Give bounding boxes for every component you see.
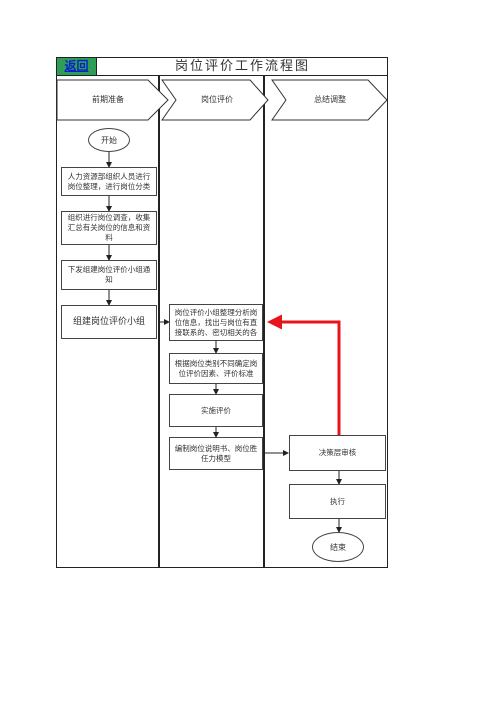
step-survey: 组织进行岗位调查，收集汇总有关岗位的信息和资料	[61, 211, 157, 245]
title-divider	[57, 75, 388, 76]
step-compile: 编制岗位说明书、岗位胜任力模型	[169, 437, 263, 470]
start-node: 开始	[88, 128, 130, 152]
lane-divider-2	[263, 76, 265, 568]
step-analyze: 岗位评价小组整理分析岗位信息，找出与岗位有直接联系的、密切相关的各	[169, 304, 263, 341]
lane-label-evaluation: 岗位评价	[201, 95, 233, 104]
lane-label-summary: 总结调整	[314, 95, 346, 104]
lane-chevron-3	[271, 79, 388, 121]
flowchart-frame	[56, 57, 388, 568]
end-node: 结束	[312, 532, 364, 562]
step-form-group: 组建岗位评价小组	[61, 305, 157, 339]
feedback-arrow	[267, 314, 341, 435]
page-title: 岗位评价工作流程图	[174, 59, 310, 74]
lane-label-prep: 前期准备	[92, 95, 124, 104]
step-implement: 实施评价	[169, 394, 263, 427]
step-review: 决策层审核	[289, 435, 386, 471]
step-execute: 执行	[289, 484, 386, 519]
step-notice: 下发组建岗位评价小组通知	[61, 260, 157, 290]
back-button[interactable]: 返回	[57, 58, 97, 75]
lane-chevron-2	[161, 79, 269, 121]
lane-chevron-1	[56, 79, 169, 121]
step-determine: 根据岗位类别不同确定岗位评价因素、评价标准	[169, 353, 263, 384]
step-hr-organize: 人力资源部组织人员进行岗位整理，进行岗位分类	[61, 167, 157, 196]
